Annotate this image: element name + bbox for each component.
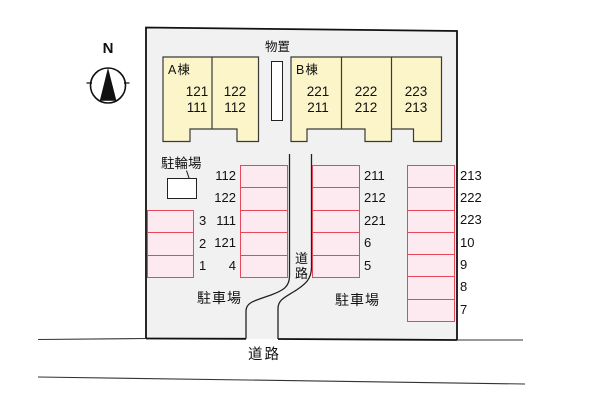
driveway-left-edge	[245, 154, 291, 339]
parking-space-label: 10	[460, 235, 475, 250]
parking-space	[408, 298, 454, 321]
parking-space	[313, 187, 359, 209]
driveway-road-label: 道路	[294, 251, 308, 281]
parking-space	[408, 254, 454, 276]
parking-space-label: 111	[216, 213, 236, 228]
parking-space-label: 4	[228, 258, 236, 273]
parking-space-label: 213	[460, 168, 482, 183]
unit-number: 211	[307, 99, 329, 115]
storage-box	[271, 61, 283, 121]
unit-number: 222	[354, 84, 378, 99]
building-b-label: B棟	[296, 63, 319, 77]
parking-space	[313, 232, 359, 254]
compass-needle-icon	[99, 67, 117, 101]
parking-space-label: 221	[364, 213, 386, 228]
parking-space-label: 7	[460, 302, 468, 317]
unit-number: 122	[223, 84, 247, 99]
building-b-unit-1: 221 211	[293, 84, 343, 115]
unit-number: 112	[224, 99, 246, 115]
parking-space	[408, 209, 454, 232]
parking-space	[241, 166, 287, 187]
driveway-right-edge	[277, 154, 313, 339]
parking-space	[313, 209, 359, 232]
road-lines	[37, 337, 526, 385]
parking-space-label: 212	[364, 190, 386, 205]
unit-number: 212	[354, 99, 378, 115]
unit-number: 223	[404, 84, 428, 99]
unit-number: 221	[306, 84, 330, 99]
site-boundary	[145, 26, 458, 340]
parking-space-label: 8	[460, 279, 468, 294]
bottom-road-label: 道路	[248, 347, 281, 363]
parking-space	[148, 254, 193, 277]
site-boundary-bottom	[145, 337, 458, 341]
parking-space	[408, 231, 454, 254]
parking-space-label: 9	[460, 257, 468, 272]
parking-space-label: 2	[199, 236, 207, 251]
parking-space-label: 3	[199, 213, 207, 228]
parking-column-right	[407, 165, 455, 322]
building-a-unit-2: 122 112	[210, 84, 260, 115]
parking-space-label: 222	[460, 190, 482, 205]
parking-space	[148, 232, 193, 254]
parking-column-left	[147, 210, 194, 278]
building-b-shape	[290, 56, 443, 143]
parking-space	[241, 232, 287, 254]
unit-number: 121	[185, 84, 209, 99]
bicycle-parking-label: 駐輪場	[161, 156, 202, 171]
parking-space	[241, 254, 287, 277]
unit-number: 213	[404, 99, 428, 115]
parking-space-label: 223	[460, 212, 482, 227]
unit-number: 111	[186, 99, 208, 115]
parking-space	[408, 187, 454, 209]
parking-space	[313, 166, 359, 187]
parking-space-label: 122	[214, 190, 236, 205]
parking-space	[408, 276, 454, 298]
building-a-unit-1: 121 111	[172, 84, 222, 115]
parking-space	[148, 211, 193, 232]
parking-lot-left-label: 駐車場	[197, 290, 242, 306]
parking-column-mid-left	[240, 165, 288, 278]
bicycle-parking-box	[167, 178, 197, 199]
north-label: N	[102, 40, 114, 57]
storage-label: 物置	[264, 40, 290, 54]
building-a-label: A棟	[168, 63, 191, 77]
parking-space-label: 5	[364, 258, 372, 273]
parking-space	[313, 254, 359, 277]
building-b-unit-3: 223 213	[391, 84, 441, 115]
parking-space-label: 6	[364, 235, 372, 250]
parking-space-label: 121	[214, 235, 236, 250]
parking-space	[408, 166, 454, 187]
parking-space-label: 211	[364, 168, 385, 183]
parking-lot-right-label: 駐車場	[335, 292, 380, 308]
building-b-unit-2: 222 212	[341, 84, 391, 115]
parking-space-label: 112	[215, 168, 236, 183]
parking-space	[241, 187, 287, 209]
building-dividers	[211, 57, 393, 129]
parking-space	[241, 209, 287, 232]
parking-column-mid-right	[312, 165, 360, 278]
building-a-shape	[162, 56, 260, 143]
parking-space-label: 1	[199, 258, 207, 273]
